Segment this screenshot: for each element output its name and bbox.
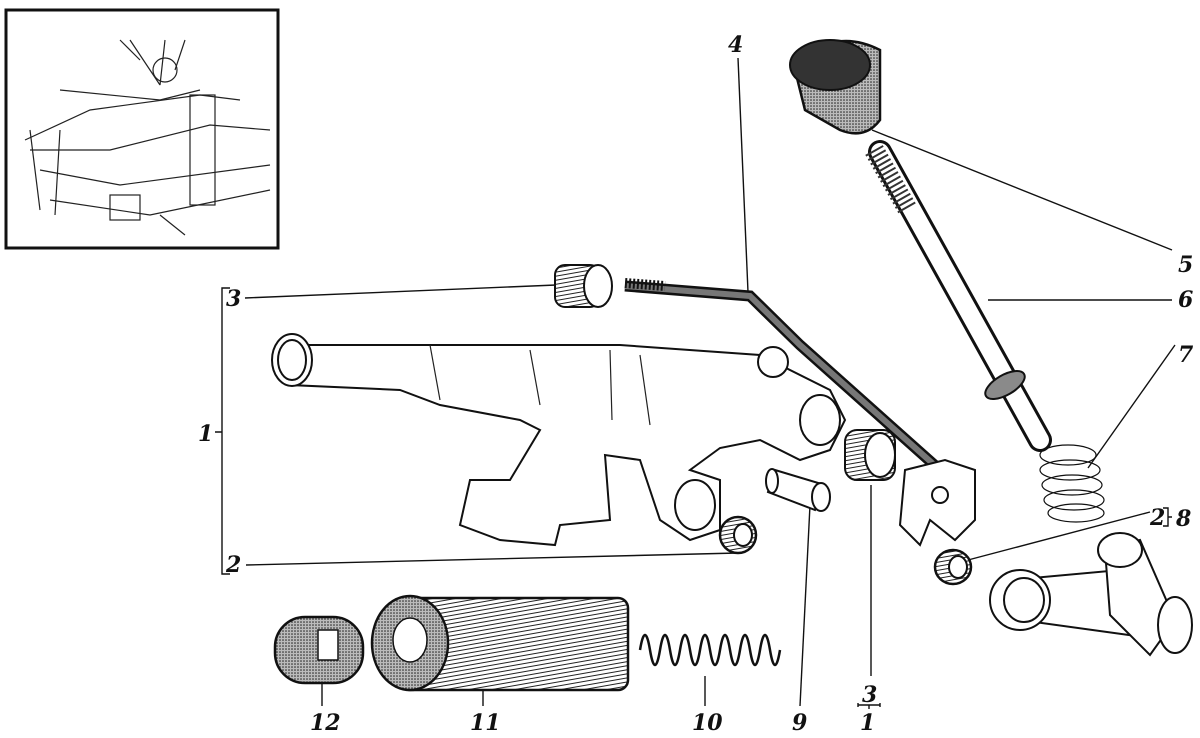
bracket-8: [1163, 507, 1172, 527]
leader-5: [871, 129, 1173, 251]
leader-3: [244, 284, 557, 299]
leader-8: [967, 511, 1151, 561]
leader-7: [1087, 344, 1176, 469]
label-12: 12: [310, 710, 341, 736]
lever-housing-part-1: [271, 333, 847, 547]
bracket-part-8: [989, 532, 1193, 657]
label-1: 1: [198, 421, 213, 447]
label-10: 10: [692, 710, 723, 736]
label-3-over-1-top: 3: [862, 682, 877, 708]
label-3-over-1-bottom: 1: [860, 710, 875, 736]
ring-part-2: [718, 515, 758, 555]
label-7: 7: [1178, 342, 1194, 368]
bushing-part-9: [765, 468, 831, 512]
label-11: 11: [470, 710, 501, 736]
fraction-bracket: [857, 703, 881, 709]
label-6: 6: [1178, 287, 1193, 313]
label-8: 8: [1175, 506, 1191, 532]
leader-lines: [215, 57, 1176, 707]
label-8-sub-2: 2: [1149, 505, 1165, 531]
sleeve-part-11: [370, 594, 630, 692]
leader-2: [245, 552, 739, 566]
shaft-part-6: [865, 140, 1052, 452]
label-3: 3: [226, 286, 241, 312]
spring-part-7: [1039, 444, 1105, 523]
inset-overview-diagram: [4, 8, 280, 250]
label-2: 2: [225, 552, 241, 578]
label-4: 4: [728, 32, 743, 58]
spring-part-10: [638, 633, 782, 667]
label-5: 5: [1178, 252, 1193, 278]
ring-part-3: [554, 264, 613, 308]
leader-9: [799, 504, 811, 707]
part-labels: 4 5 6 7 2 8 3 1 2 12 11 10 9 3 1: [198, 32, 1194, 736]
ring-part-3-lower: [844, 429, 896, 481]
leader-4: [737, 57, 749, 293]
ring-part-2-right: [933, 548, 973, 586]
knob-part-5: [789, 39, 882, 135]
bracket-1: [215, 287, 230, 575]
label-9: 9: [792, 710, 807, 736]
plug-part-12: [273, 615, 365, 685]
rod-part-4: [624, 278, 976, 547]
